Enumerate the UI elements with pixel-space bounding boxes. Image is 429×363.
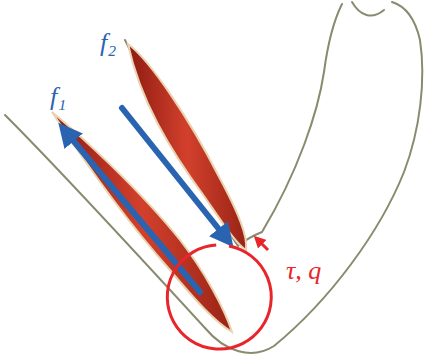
force-label: f₂	[100, 30, 116, 56]
arm-outline	[5, 2, 422, 353]
torque-arrow	[147, 225, 292, 363]
muscles	[52, 44, 246, 332]
torque-label: τ, q	[286, 258, 321, 284]
force-label: f₁	[50, 84, 66, 110]
force-arrows	[66, 108, 226, 292]
torque-arrowhead	[258, 240, 268, 250]
